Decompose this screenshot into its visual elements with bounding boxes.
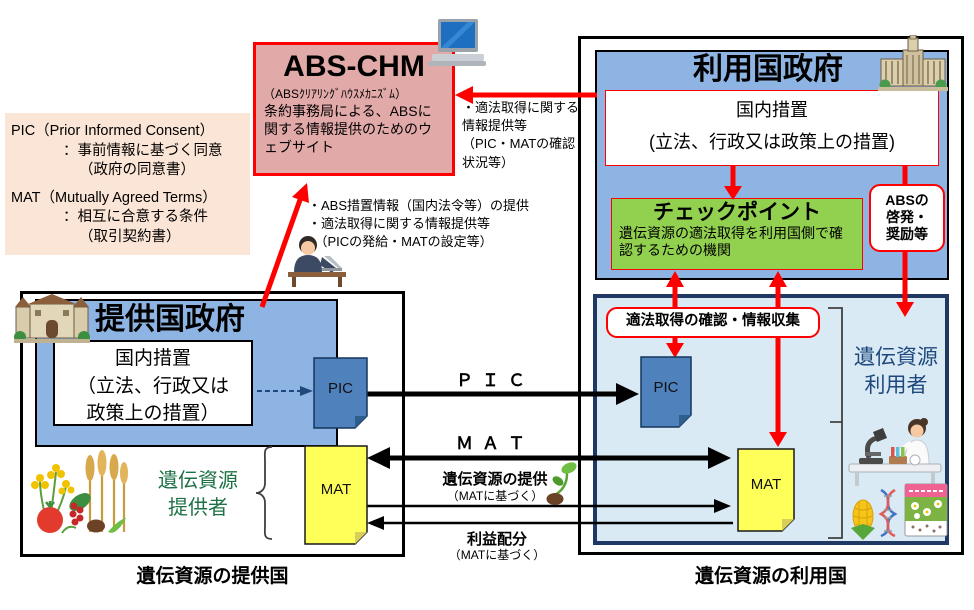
provider-label: 遺伝資源 提供者	[158, 470, 238, 519]
user-mat-document: MAT	[737, 448, 795, 532]
measures-to-checkpoint-arrow	[724, 165, 742, 200]
resource-provision-sublabel: （MATに基づく）	[446, 489, 544, 503]
pic-mat-definitions-box: PIC（Prior Informed Consent） ：事前情報に基づく同意 …	[5, 113, 250, 255]
sprout-icon	[545, 461, 579, 507]
pic-definition-title: PIC（Prior Informed Consent）	[11, 123, 215, 139]
checkpoint-mat-arrow	[769, 271, 787, 447]
legality-confirmation-box: 適法取得の確認・情報収集	[606, 307, 820, 338]
museum-building-icon	[13, 292, 91, 344]
checkpoint-box: チェックポイント 遺伝資源の適法取得を利用国側で確認するための機関	[611, 198, 863, 270]
researcher-icon	[845, 414, 945, 488]
diet-building-icon	[876, 35, 950, 93]
resource-provision-label: 遺伝資源の提供	[442, 471, 548, 488]
checkpoint-title: チェックポイント	[653, 201, 821, 224]
measures-to-pic-dashed-arrow	[257, 386, 313, 396]
provider-to-chm-arrow	[259, 183, 309, 308]
provider-pic-document: PIC	[313, 357, 368, 429]
provider-country-caption: 遺伝資源の提供国	[136, 566, 289, 587]
user-government-title: 利用国政府	[693, 53, 843, 86]
pic-definition-line2: （政府の同意書）	[79, 162, 195, 179]
provider-to-chm-note: ・ABS措置情報（国内法令等）の提供 ・適法取得に関する情報提供等 （PICの発…	[308, 198, 530, 250]
pic-definition-line1: ：事前情報に基づく同意	[63, 142, 223, 159]
provider-domestic-measures: 国内措置 （立法、行政又は 政策上の措置）	[53, 340, 253, 426]
provider-mat-label: MAT	[320, 480, 352, 498]
user-to-chm-arrow	[455, 86, 597, 104]
pic-flow-arrow	[366, 383, 639, 405]
plants-icon	[28, 440, 148, 540]
benefit-sharing-label: 利益配分	[466, 531, 527, 548]
user-bracket	[828, 307, 843, 539]
user-country-caption: 遺伝資源の利用国	[694, 566, 847, 587]
mat-definition-title: MAT（Mutually Agreed Terms）	[11, 189, 217, 206]
seed-packet-icon	[903, 482, 949, 538]
provider-government-title: 提供国政府	[95, 303, 245, 336]
abs-chm-subtitle: （ABSｸﾘｱﾘﾝｸﾞﾊｳｽﾒｶﾆｽﾞﾑ）	[263, 87, 408, 101]
mat-definition-line2: （取引契約書）	[79, 228, 181, 245]
person-at-laptop-icon	[280, 232, 352, 288]
user-pic-document: PIC	[640, 356, 692, 428]
provider-pic-label: PIC	[327, 380, 353, 398]
resource-provision-arrow	[367, 499, 731, 513]
benefit-sharing-arrow	[367, 516, 733, 530]
provider-mat-document: MAT	[304, 445, 368, 545]
mat-flow-label: ＭＡＴ	[456, 434, 534, 453]
abs-chm-description: 条約事務局による、ABSに関する情報提供のためのウェブサイト	[264, 103, 432, 155]
pic-flow-label: ＰＩＣ	[456, 371, 534, 390]
user-mat-label: MAT	[750, 476, 782, 494]
benefit-sharing-sublabel: （MATに基づく）	[448, 548, 546, 562]
abs-chm-title: ABS-CHM	[283, 50, 425, 83]
user-to-chm-note: ・適法取得に関する 情報提供等 （PIC・MATの確認 状況等）	[462, 100, 580, 170]
mat-flow-arrow	[367, 447, 731, 469]
checkpoint-description: 遺伝資源の適法取得を利用国側で確認するための機関	[619, 225, 843, 259]
mat-definition-line1: ：相互に合意する条件	[63, 209, 208, 226]
laptop-icon	[424, 17, 486, 77]
corn-dna-icon	[843, 486, 903, 540]
abs-chm-box: ABS-CHM （ABSｸﾘｱﾘﾝｸﾞﾊｳｽﾒｶﾆｽﾞﾑ） 条約事務局による、A…	[253, 42, 455, 176]
user-domestic-measures: 国内措置 (立法、行政又は政策上の措置)	[605, 90, 939, 166]
provider-brace	[255, 446, 273, 540]
user-pic-label: PIC	[653, 379, 679, 397]
user-label: 遺伝資源 利用者	[854, 346, 938, 398]
abs-promotion-box: ABSの 啓発・ 奨励等	[869, 184, 945, 252]
